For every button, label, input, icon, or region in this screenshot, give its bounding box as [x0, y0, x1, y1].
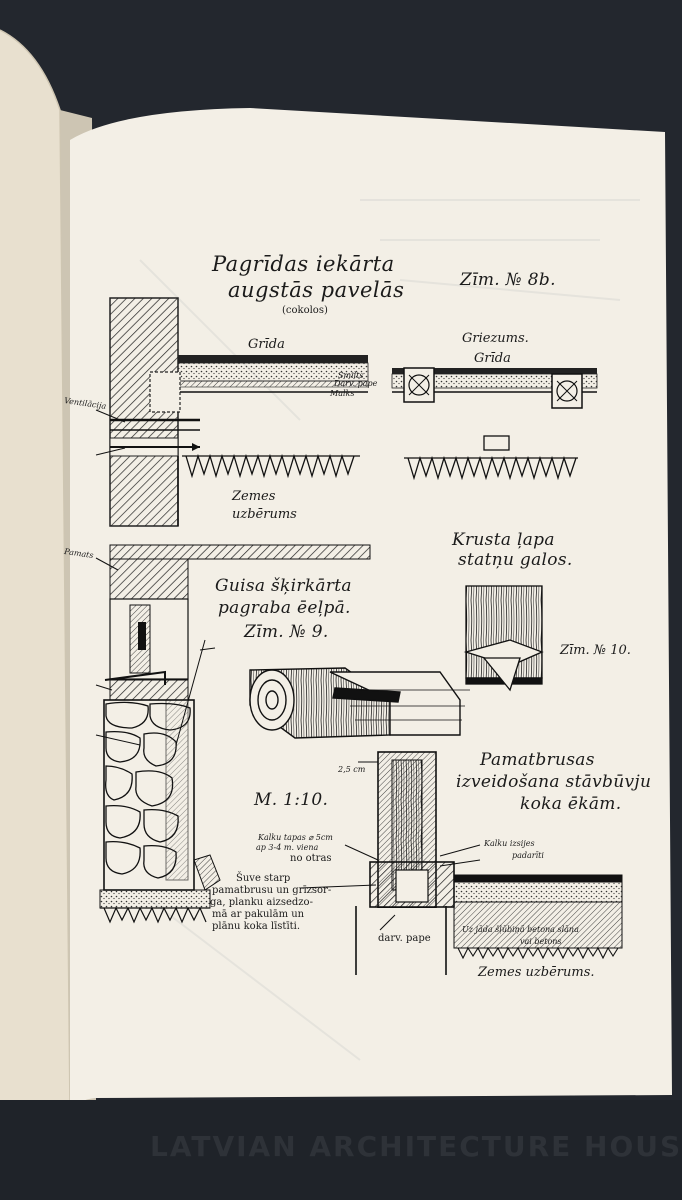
label-betons: Uz jāda šļūbiņā betona slāņa	[462, 925, 579, 934]
label-suve-3: ga, planku aizsedzo-	[210, 897, 313, 908]
bottom-text: LATVIAN ARCHITECTURE HOUSE	[150, 1130, 682, 1163]
label-pamat-2: izveidošana stāvbūvju	[456, 772, 652, 792]
label-kalku-tapas-2: ap 3-4 m. viena	[256, 843, 319, 852]
fig-10-label: Zīm. № 10.	[560, 643, 631, 658]
label-grida-left: Grīda	[248, 337, 285, 352]
label-kalku-tapas-3: no otras	[290, 853, 332, 864]
label-kalku-izsijes: Kalku izsijes	[484, 839, 535, 848]
scale-label: M. 1:10.	[254, 790, 329, 810]
label-suve-1: Šuve starp	[236, 873, 291, 884]
label-suve-5: plānu koka līstīti.	[212, 921, 301, 932]
label-betons-2: vai betons	[520, 937, 562, 946]
dim-25: 2,5 cm	[338, 765, 366, 774]
label-guisa-2: pagraba ēeļpā.	[218, 598, 351, 618]
label-grida-right: Grīda	[474, 351, 511, 366]
title-line-2: augstās pavelās	[228, 278, 405, 302]
label-malks: Malks	[330, 389, 355, 398]
label-krusta-2: statņu galos.	[458, 550, 573, 570]
label-smilts: Smilts	[338, 371, 364, 380]
label-zemes-uzbers-bottom: Zemes uzbērums.	[478, 965, 595, 980]
fig-9-label: Zīm. № 9.	[244, 622, 329, 642]
label-darv-pape: Darv. pape	[334, 379, 378, 388]
label-darv-pape-bottom: darv. pape	[378, 933, 431, 944]
label-pamat-3: koka ēkām.	[520, 794, 622, 814]
fig-8b-label: Zīm. № 8b.	[460, 270, 556, 290]
label-krusta-1: Krusta ļapa	[452, 530, 555, 550]
left-page-edge	[0, 30, 70, 1150]
title-line-1: Pagrīdas iekārta	[212, 252, 395, 276]
label-suve-2: pamatbrusu un grīzsor-	[212, 885, 332, 896]
label-kalku-tapas: Kalku tapas ⌀ 5cm	[258, 833, 333, 842]
title-note: (cokolos)	[282, 305, 328, 316]
label-zemes-uzbers: Zemes uzbērums	[232, 489, 297, 522]
label-suve-4: mā ar pakulām un	[212, 909, 305, 920]
label-guisa-1: Guisa šķirkārta	[215, 576, 352, 596]
label-pamat-1: Pamatbrusas	[480, 750, 595, 770]
label-kalku-izsijes-2: padarīti	[512, 851, 544, 860]
label-griezums: Griezums.	[462, 331, 529, 346]
